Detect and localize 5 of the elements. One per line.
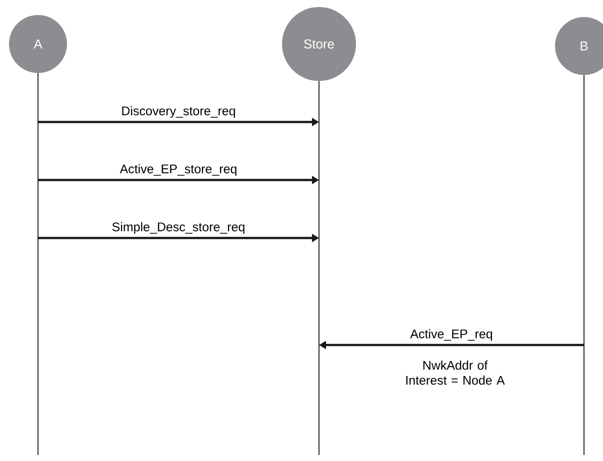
edge-label: Active_EP_req [409,328,494,342]
edge-label: Simple_Desc_store_req [110,221,246,235]
edge-label: Discovery_store_req [120,105,237,119]
note-text: NwkAddr of Interest = Node A [406,360,505,385]
edge-label: Active_EP_store_req [118,163,238,177]
